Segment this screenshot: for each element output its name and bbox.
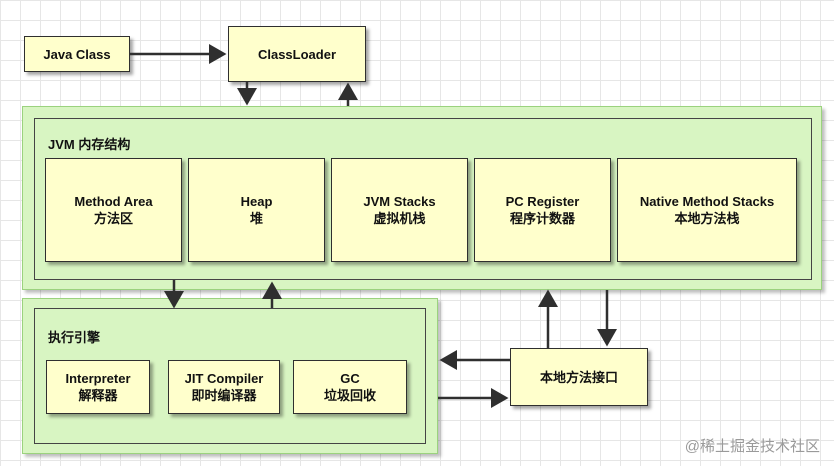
- gc-label-cn: 垃圾回收: [323, 388, 376, 403]
- classloader-box: ClassLoader: [228, 26, 366, 82]
- classloader-label: ClassLoader: [257, 46, 337, 62]
- interpreter-label-en: Interpreter: [65, 371, 131, 386]
- heap-box: Heap 堆: [188, 158, 325, 262]
- jvm-memory-structure-title: JVM 内存结构: [48, 137, 131, 152]
- java-class-box: Java Class: [24, 36, 130, 72]
- java-class-label: Java Class: [43, 46, 111, 62]
- native-method-stacks-label-en: Native Method Stacks: [639, 194, 775, 209]
- heap-label-cn: 堆: [249, 211, 263, 226]
- jit-compiler-label-cn: 即时编译器: [191, 388, 257, 403]
- interpreter-box: Interpreter 解释器: [46, 360, 150, 414]
- native-method-stacks-label-cn: 本地方法栈: [674, 211, 740, 226]
- interpreter-label-cn: 解释器: [78, 388, 118, 403]
- native-method-interface-label: 本地方法接口: [539, 369, 618, 385]
- native-method-stacks-box: Native Method Stacks 本地方法栈: [617, 158, 797, 262]
- jvm-stacks-label-en: JVM Stacks: [363, 194, 436, 209]
- jit-compiler-label-en: JIT Compiler: [184, 371, 264, 386]
- gc-label-en: GC: [340, 371, 360, 386]
- jvm-stacks-label-cn: 虚拟机栈: [373, 211, 426, 226]
- gc-box: GC 垃圾回收: [293, 360, 407, 414]
- method-area-label-cn: 方法区: [93, 211, 133, 226]
- method-area-box: Method Area 方法区: [45, 158, 182, 262]
- method-area-label-en: Method Area: [74, 194, 153, 209]
- pc-register-label-cn: 程序计数器: [509, 211, 575, 226]
- pc-register-label-en: PC Register: [505, 194, 580, 209]
- jvm-stacks-box: JVM Stacks 虚拟机栈: [331, 158, 468, 262]
- watermark: @稀土掘金技术社区: [684, 438, 820, 455]
- execution-engine-title: 执行引擎: [48, 330, 101, 345]
- jit-compiler-box: JIT Compiler 即时编译器: [168, 360, 280, 414]
- native-method-interface-box: 本地方法接口: [510, 348, 648, 406]
- heap-label-en: Heap: [240, 194, 273, 209]
- pc-register-box: PC Register 程序计数器: [474, 158, 611, 262]
